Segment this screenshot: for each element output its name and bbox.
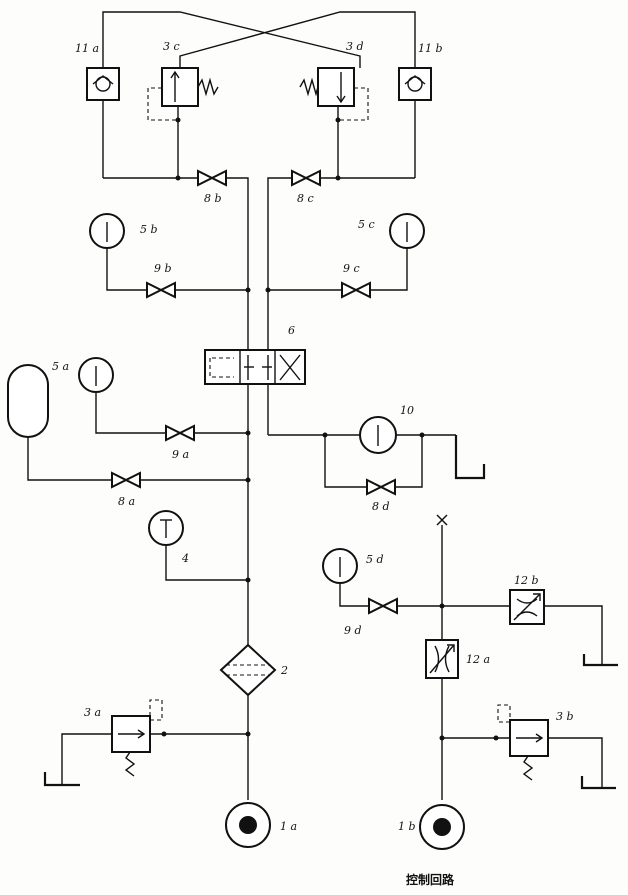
line-8b (103, 169, 249, 360)
label-9c: 9 c (343, 262, 360, 275)
label-12a: 12 a (466, 653, 490, 666)
label-5a: 5 a (52, 360, 69, 373)
gauge-5b (89, 213, 251, 299)
label-3b: 3 b (556, 710, 574, 723)
label-1a: 1 a (280, 820, 297, 833)
check-valve-11b (398, 67, 432, 178)
label-12b: 12 b (514, 574, 539, 587)
filter-2 (219, 643, 277, 800)
label-4: 4 (181, 552, 189, 565)
gauge-5c (265, 213, 425, 299)
accumulator-5a (7, 364, 251, 489)
label-8b: 8 b (204, 192, 222, 205)
label-11b: 11 b (418, 42, 443, 55)
label-8a: 8 a (118, 495, 135, 508)
pump-1b (419, 804, 465, 850)
label-9a: 9 a (172, 448, 189, 461)
check-valve-11a (86, 67, 120, 178)
top-crossed-lines (102, 11, 416, 68)
label-3a: 3 a (84, 706, 101, 719)
label-3d: 3 d (346, 40, 364, 53)
gauge-4 (148, 480, 251, 645)
relief-valve-3c (147, 67, 219, 178)
label-10: 10 (400, 404, 414, 417)
gauge-unlabeled-left (78, 357, 251, 442)
label-8d: 8 d (372, 500, 390, 513)
throttle-valve-12b (509, 589, 618, 667)
diagram-caption: 控制回路 (406, 872, 455, 887)
label-1b: 1 b (398, 820, 416, 833)
directional-valve-6 (204, 349, 306, 480)
label-9b: 9 b (154, 262, 172, 275)
vent-x-symbol (436, 514, 448, 640)
label-5c: 5 c (358, 218, 375, 231)
relief-valve-3a (43, 699, 251, 787)
line-8c (267, 169, 415, 360)
label-11a: 11 a (75, 42, 99, 55)
relief-valve-3b (439, 704, 616, 790)
throttle-valve-12a (425, 639, 459, 800)
label-3c: 3 c (163, 40, 180, 53)
label-9d: 9 d (344, 624, 362, 637)
label-6: 6 (288, 324, 295, 337)
pump-1a (225, 802, 271, 848)
flow-meter-10 (268, 416, 486, 496)
label-2: 2 (280, 664, 288, 677)
label-8c: 8 c (297, 192, 314, 205)
gauge-5d (322, 548, 510, 615)
relief-valve-3d (299, 67, 369, 178)
label-5d: 5 d (366, 553, 384, 566)
component-labels: 11 a 11 b 3 c 3 d 8 b 8 c 5 b 5 c 9 b 9 … (52, 40, 574, 887)
label-5b: 5 b (140, 223, 158, 236)
